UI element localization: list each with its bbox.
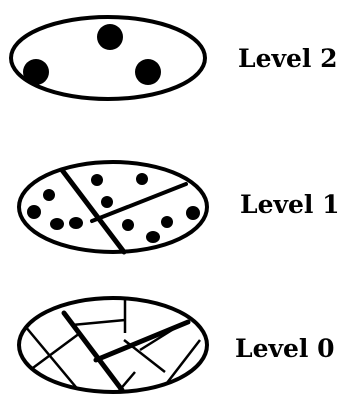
level-1-dot: [146, 231, 160, 243]
level-1-dot: [122, 219, 134, 231]
level-2-dot: [97, 24, 123, 50]
level-2-group: Level 2: [11, 17, 338, 99]
level-1-label: Level 1: [240, 190, 340, 219]
level-0-label: Level 0: [235, 334, 335, 363]
level-1-dot: [43, 189, 55, 201]
level-1-dot: [136, 173, 148, 185]
level-1-dot: [186, 206, 200, 220]
level-2-dot: [23, 59, 49, 85]
level-1-dot: [27, 205, 41, 219]
level-2-dot: [135, 59, 161, 85]
level-1-dot: [91, 174, 103, 186]
level-0-group: Level 0: [19, 298, 335, 392]
level-1-dot: [69, 217, 83, 229]
level-1-group: Level 1: [19, 162, 340, 252]
level-1-dot: [101, 196, 113, 208]
level-2-label: Level 2: [238, 44, 338, 73]
level-1-dot: [50, 218, 64, 230]
level-1-dot: [161, 216, 173, 228]
